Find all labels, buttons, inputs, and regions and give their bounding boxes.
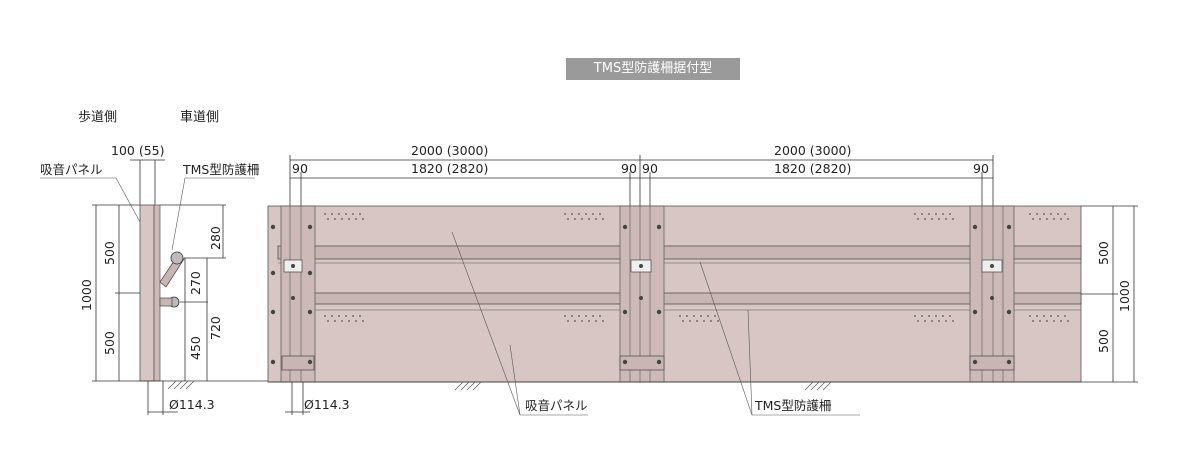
- section-fence-label: TMS型防護柵: [182, 162, 260, 177]
- elev-pipe-dia: Ø114.3: [304, 397, 350, 412]
- perf-bottom-5: [1029, 315, 1069, 322]
- elevation-view: 2000 (3000) 2000 (3000) 1820 (2820) 1820…: [267, 143, 1138, 416]
- section-dim-1000: 1000: [79, 279, 94, 311]
- perf-bottom-1: [324, 315, 364, 322]
- panel-callout-leader-2: [509, 344, 521, 416]
- upper-rail: [277, 245, 1082, 260]
- elev-dim-ext-lines: [289, 155, 994, 210]
- span2-inner: 1820 (2820): [774, 161, 851, 176]
- section-top-dim: 100 (55): [111, 143, 165, 158]
- panel-bolts: [270, 224, 1012, 365]
- mid-right-dim: 90: [642, 161, 658, 176]
- section-ground-hatch: [167, 380, 195, 390]
- perf-bottom-3: [679, 315, 719, 322]
- span2-total: 2000 (3000): [774, 143, 851, 158]
- section-view: 歩道側 車道側 100 (55) 吸音パネル TMS型防護柵: [40, 110, 270, 415]
- roadway-label: 車道側: [180, 110, 219, 125]
- section-panel: [139, 204, 155, 382]
- section-panel-leader: [40, 177, 141, 223]
- section-fence-leader: [171, 177, 255, 251]
- section-dim-270: 270: [188, 271, 203, 295]
- perf-bottom-4: [914, 315, 954, 322]
- section-dim-500-top: 500: [102, 241, 117, 265]
- perf-top-2: [564, 213, 604, 220]
- post-right: [969, 205, 1015, 383]
- span1-total: 2000 (3000): [411, 143, 488, 158]
- section-dim-500-bottom: 500: [102, 331, 117, 355]
- lower-rail: [284, 292, 1082, 305]
- perforation-patches: [324, 213, 1069, 322]
- fence-callout: TMS型防護柵: [754, 398, 832, 413]
- perf-top-4: [1029, 213, 1069, 220]
- section-panel-label: 吸音パネル: [40, 162, 103, 177]
- mid-left-dim: 90: [621, 161, 637, 176]
- section-pipe-dia: Ø114.3: [169, 397, 215, 412]
- drawing-title: TMS型防護柵据付型: [566, 58, 740, 80]
- elev-ground-hatch: [454, 381, 832, 391]
- perf-top-3: [914, 213, 954, 220]
- span1-inner: 1820 (2820): [411, 161, 488, 176]
- section-dim-450: 450: [188, 336, 203, 360]
- section-lower-bracket: [159, 297, 173, 307]
- post-left: [280, 205, 316, 383]
- perf-bottom-2: [564, 315, 604, 322]
- section-dim-720: 720: [208, 316, 223, 340]
- fence-callout-leader-2: [747, 309, 753, 416]
- post-middle: [619, 205, 665, 383]
- edge-left-dim: 90: [292, 161, 308, 176]
- section-dim-280: 280: [208, 226, 223, 250]
- right-1000: 1000: [1117, 280, 1132, 312]
- section-post: [153, 204, 161, 382]
- sidewalk-label: 歩道側: [78, 110, 117, 125]
- right-500-top: 500: [1096, 241, 1111, 265]
- edge-right-dim: 90: [973, 161, 989, 176]
- right-500-bottom: 500: [1096, 329, 1111, 353]
- section-upper-rail-pipe: [170, 251, 184, 265]
- perf-top-1: [324, 213, 364, 220]
- panel-callout: 吸音パネル: [525, 398, 588, 413]
